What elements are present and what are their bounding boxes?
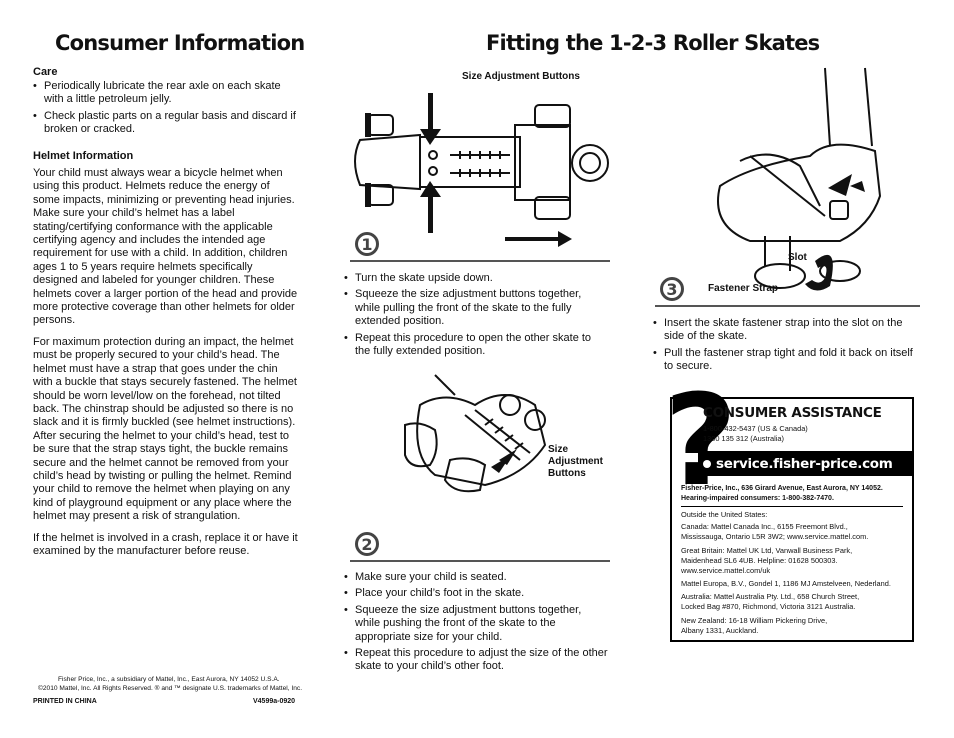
step2-item: Place your child’s foot in the skate. (344, 587, 609, 601)
step2-badge: 2 (355, 532, 379, 556)
step2-item: Repeat this procedure to adjust the size… (344, 647, 609, 674)
nz-address: New Zealand: 16-18 William Pickering Dri… (681, 616, 828, 635)
phone-australia: 1300 135 312 (Australia) (703, 434, 784, 443)
care-item: Periodically lubricate the rear axle on … (33, 80, 301, 107)
printed-in: PRINTED IN CHINA (33, 698, 97, 705)
hands-squeezing-skate-illustration (404, 374, 547, 493)
footer-copyright: ©2010 Mattel, Inc. All Rights Reserved. … (38, 685, 303, 692)
step2-divider (350, 560, 610, 562)
step3-item: Insert the skate fastener strap into the… (653, 317, 918, 344)
step3-item: Pull the fastener strap tight and fold i… (653, 347, 918, 374)
australia-address: Australia: Mattel Australia Pty. Ltd., 6… (681, 592, 860, 611)
helmet-text: Your child must always wear a bicycle he… (33, 167, 299, 558)
foot-strap-illustration (717, 67, 882, 291)
size-adjustment-buttons-label: Size Adjustment Buttons (462, 71, 580, 82)
step1-item: Turn the skate upside down. (344, 272, 609, 286)
step2-list: Make sure your child is seated. Place yo… (344, 571, 609, 677)
step2-item: Squeeze the size adjustment buttons toge… (344, 604, 609, 644)
product-code: V4599a-0920 (253, 698, 296, 705)
consumer-assistance-heading: CONSUMER ASSISTANCE (703, 405, 882, 421)
care-list: Periodically lubricate the rear axle on … (33, 80, 301, 140)
fastener-strap-label: Fastener Strap (708, 283, 779, 294)
address-divider (681, 506, 903, 507)
website-banner[interactable]: service.fisher-price.com (698, 451, 912, 476)
helmet-paragraph: For maximum protection during an impact,… (33, 335, 297, 523)
step1-badge: 1 (355, 232, 379, 256)
bullet-icon (703, 459, 711, 468)
phone-us-canada: 1-800-432-5437 (US & Canada) (703, 424, 808, 433)
fitting-title: Fitting the 1-2-3 Roller Skates (486, 31, 820, 55)
step3-list: Insert the skate fastener strap into the… (653, 317, 918, 377)
question-mark-icon: ? (664, 367, 738, 514)
helmet-paragraph: Your child must always wear a bicycle he… (33, 167, 298, 327)
gb-address: Great Britain: Mattel UK Ltd, Vanwall Bu… (681, 546, 853, 575)
consumer-assistance-box (670, 397, 914, 642)
footer-company: Fisher Price, Inc., a subsidiary of Matt… (58, 676, 280, 683)
slot-label: Slot (788, 252, 807, 263)
helmet-heading: Helmet Information (33, 150, 134, 162)
step3-badge: 3 (660, 277, 684, 301)
step1-item: Repeat this procedure to open the other … (344, 332, 609, 359)
website-link[interactable]: service.fisher-price.com (716, 455, 893, 472)
care-heading: Care (33, 66, 58, 78)
hq-address: Fisher-Price, Inc., 636 Girard Avenue, E… (681, 485, 883, 502)
care-item: Check plastic parts on a regular basis a… (33, 110, 301, 137)
step1-list: Turn the skate upside down. Squeeze the … (344, 272, 609, 361)
europa-address: Mattel Europa, B.V., Gondel 1, 1186 MJ A… (681, 579, 891, 588)
consumer-information-title: Consumer Information (55, 31, 305, 55)
step1-item: Squeeze the size adjustment buttons toge… (344, 288, 609, 328)
helmet-paragraph: If the helmet is involved in a crash, re… (33, 531, 298, 557)
skate-underside-illustration (354, 93, 609, 247)
size-adjustment-buttons-label-2: Size Adjustment Buttons (548, 444, 603, 479)
step3-divider (655, 305, 920, 307)
canada-address: Canada: Mattel Canada Inc., 6155 Freemon… (681, 522, 869, 541)
step1-divider (350, 260, 610, 262)
step2-item: Make sure your child is seated. (344, 571, 609, 585)
outside-us: Outside the United States: (681, 510, 768, 519)
